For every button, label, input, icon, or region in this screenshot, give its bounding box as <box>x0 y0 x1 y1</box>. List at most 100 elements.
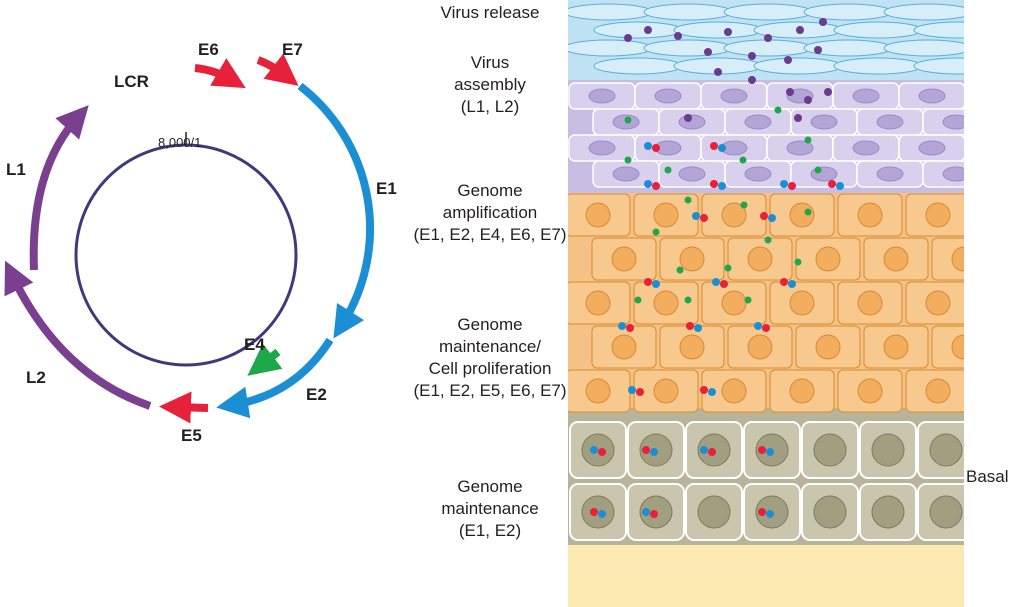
viral-genome-dot <box>708 448 716 456</box>
cell-nucleus <box>918 140 946 156</box>
l1-label: L1 <box>6 160 26 179</box>
e4-protein-dot <box>624 116 632 124</box>
viral-genome-dot <box>644 278 652 286</box>
e4-protein-dot <box>814 166 822 174</box>
cell-nucleus <box>942 166 964 182</box>
maintenance-proliferation-label: Genome maintenance/ Cell proliferation (… <box>413 315 567 400</box>
squamous-cell <box>568 3 653 21</box>
cell-nucleus <box>815 334 841 360</box>
viral-genome-dot <box>686 322 694 330</box>
l1-arrow <box>29 105 89 271</box>
squamous-cell <box>568 39 653 57</box>
cell-nucleus <box>857 290 883 316</box>
cell-nucleus <box>678 114 706 130</box>
cell-nucleus <box>585 202 611 228</box>
genome-maintenance-label: Genome maintenance (E1, E2) <box>441 477 539 540</box>
viral-genome-dot <box>710 142 718 150</box>
viral-genome-dot <box>836 182 844 190</box>
l2-label: L2 <box>26 368 46 387</box>
squamous-cell <box>913 57 964 75</box>
e5-arrow <box>159 391 209 424</box>
cell-nucleus <box>721 378 747 404</box>
e4-protein-dot <box>804 136 812 144</box>
viral-genome-dot <box>708 388 716 396</box>
epithelium-illustration <box>568 0 964 607</box>
cell-nucleus <box>721 290 747 316</box>
virion-dot <box>824 88 832 96</box>
virion-dot <box>684 114 692 122</box>
e4-protein-dot <box>634 296 642 304</box>
viral-genome-dot <box>652 182 660 190</box>
virus-release-label: Virus release <box>440 3 540 22</box>
e1-label: E1 <box>376 179 397 198</box>
cell-nucleus <box>679 334 705 360</box>
viral-genome-dot <box>780 180 788 188</box>
squamous-cell <box>833 21 923 39</box>
viral-genome-dot <box>694 324 702 332</box>
cell-nucleus <box>857 202 883 228</box>
e4-protein-dot <box>624 156 632 164</box>
cell-nucleus <box>654 88 682 104</box>
viral-genome-dot <box>754 322 762 330</box>
cell-nucleus <box>653 290 679 316</box>
squamous-cell <box>643 39 733 57</box>
e4-protein-dot <box>664 166 672 174</box>
cell-nucleus <box>929 495 963 529</box>
cell-nucleus <box>720 88 748 104</box>
cell-nucleus <box>612 166 640 182</box>
squamous-cell <box>883 39 964 57</box>
e4-protein-dot <box>774 106 782 114</box>
viral-genome-dot <box>780 278 788 286</box>
viral-genome-dot <box>766 448 774 456</box>
e2-arrow <box>216 337 334 419</box>
spinous-cell <box>931 325 964 369</box>
e7-arrow <box>256 53 299 86</box>
e4-protein-dot <box>652 228 660 236</box>
viral-genome-dot <box>758 446 766 454</box>
virion-dot <box>724 28 732 36</box>
viral-genome-dot <box>788 280 796 288</box>
viral-genome-dot <box>598 448 606 456</box>
virion-dot <box>714 68 722 76</box>
viral-genome-dot <box>828 180 836 188</box>
cell-nucleus <box>678 166 706 182</box>
cell-nucleus <box>789 202 815 228</box>
viral-genome-dot <box>718 182 726 190</box>
cell-nucleus <box>611 246 637 272</box>
spinous-cell <box>931 237 964 281</box>
virion-dot <box>784 56 792 64</box>
cell-layer <box>568 3 964 541</box>
virion-dot <box>764 34 772 42</box>
e4-protein-dot <box>740 201 748 209</box>
genome-circle <box>74 143 298 367</box>
virion-dot <box>804 96 812 104</box>
e4-protein-dot <box>804 208 812 216</box>
viral-genome-dot <box>652 280 660 288</box>
virion-dot <box>786 88 794 96</box>
cell-nucleus <box>679 246 705 272</box>
viral-genome-dot <box>700 446 708 454</box>
cell-nucleus <box>653 378 679 404</box>
l2-arrow <box>4 260 152 410</box>
viral-genome-dot <box>712 278 720 286</box>
virion-dot <box>748 76 756 84</box>
genome-amplification-label: Genome amplification (E1, E2, E4, E6, E7… <box>413 181 567 244</box>
origin-position-label: 8,000/1 <box>158 135 201 150</box>
e4-protein-dot <box>764 236 772 244</box>
virus-particles <box>590 18 844 518</box>
cell-nucleus <box>744 166 772 182</box>
cell-nucleus <box>588 88 616 104</box>
cell-nucleus <box>653 202 679 228</box>
squamous-cell <box>833 57 923 75</box>
viral-genome-dot <box>628 386 636 394</box>
virion-dot <box>814 46 822 54</box>
e4-label: E4 <box>244 335 265 354</box>
viral-genome-dot <box>642 508 650 516</box>
virion-dot <box>819 18 827 26</box>
e7-label: E7 <box>282 40 303 59</box>
cell-nucleus <box>588 140 616 156</box>
viral-genome-dot <box>644 142 652 150</box>
cell-nucleus <box>789 290 815 316</box>
squamous-cell <box>593 57 683 75</box>
cell-nucleus <box>744 114 772 130</box>
